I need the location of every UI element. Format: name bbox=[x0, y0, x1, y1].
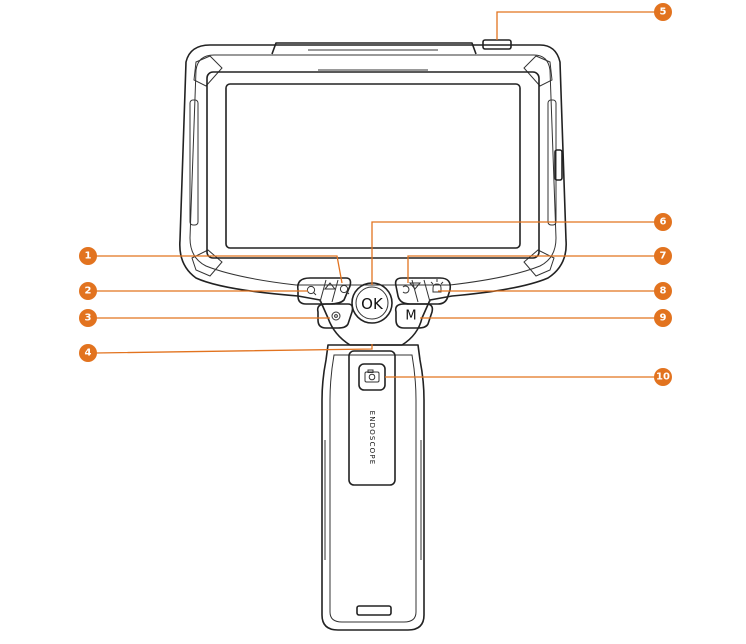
zoom-in-icon bbox=[339, 284, 350, 295]
callouts: 1 2 3 4 5 6 7 8 9 10 bbox=[79, 3, 672, 386]
device-body: OK M bbox=[179, 39, 567, 631]
callout-3-number: 3 bbox=[85, 313, 92, 324]
callout-9-number: 9 bbox=[660, 313, 667, 324]
callout-9 bbox=[654, 309, 672, 327]
mode-label: M bbox=[405, 309, 416, 324]
zoom-up-button-group bbox=[296, 277, 352, 305]
callout-7 bbox=[654, 247, 672, 265]
callout-5 bbox=[654, 3, 672, 21]
callout-7-number: 7 bbox=[660, 251, 667, 262]
screen-bezel bbox=[206, 71, 540, 259]
callout-5-number: 5 bbox=[660, 7, 667, 18]
handle-panel bbox=[348, 350, 396, 486]
bumper-bl bbox=[191, 249, 223, 277]
callout-2 bbox=[79, 282, 97, 300]
callout-1-number: 1 bbox=[85, 251, 92, 262]
brand-label: ENDOSCOPE bbox=[368, 411, 376, 466]
triangle-up-icon bbox=[323, 282, 337, 290]
callout-10-number: 10 bbox=[656, 372, 670, 383]
bumper-tl bbox=[193, 55, 223, 87]
zoom-out-icon bbox=[306, 285, 317, 296]
bumper-br bbox=[523, 249, 555, 277]
triangle-down-icon bbox=[408, 282, 422, 290]
rotate-icon bbox=[402, 285, 410, 294]
bumper-tr bbox=[523, 55, 553, 87]
callout-8-number: 8 bbox=[660, 286, 667, 297]
screen bbox=[225, 83, 521, 249]
handle bbox=[321, 344, 425, 631]
callout-2-number: 2 bbox=[85, 286, 92, 297]
light-bulb-icon bbox=[430, 279, 444, 293]
callout-10 bbox=[654, 368, 672, 386]
gear-icon bbox=[331, 311, 341, 321]
mode-button bbox=[394, 303, 434, 329]
camera-icon bbox=[364, 369, 380, 383]
callout-3 bbox=[79, 309, 97, 327]
side-port bbox=[554, 149, 563, 181]
callout-8 bbox=[654, 282, 672, 300]
ok-label: OK bbox=[361, 295, 384, 313]
callout-6-number: 6 bbox=[660, 217, 667, 228]
camera-button bbox=[358, 363, 386, 391]
settings-button bbox=[316, 303, 354, 329]
bottom-slot bbox=[356, 605, 392, 616]
callout-6 bbox=[654, 213, 672, 231]
callout-4 bbox=[79, 344, 97, 362]
top-vent bbox=[271, 42, 477, 55]
callout-4-number: 4 bbox=[85, 348, 92, 359]
rotate-down-light-button-group bbox=[394, 277, 452, 305]
callout-1 bbox=[79, 247, 97, 265]
